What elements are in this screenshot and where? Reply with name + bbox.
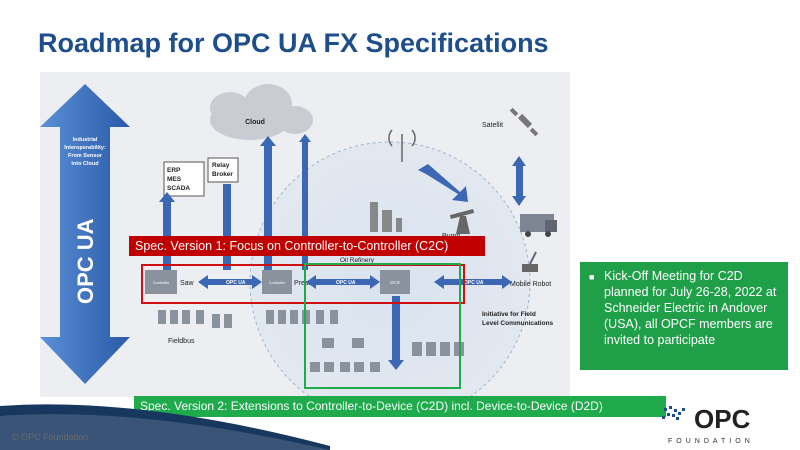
dcs-label: DCS [390, 280, 400, 285]
horizontal-opc-ua-arrows [198, 275, 512, 289]
cloud-icon [210, 84, 313, 140]
kickoff-note-text: Kick-Off Meeting for C2D planned for Jul… [604, 269, 777, 347]
mes-label: MES [167, 176, 182, 183]
kickoff-note-box: ■ Kick-Off Meeting for C2D planned for J… [580, 262, 788, 370]
slide-title: Roadmap for OPC UA FX Specifications [38, 28, 549, 58]
controller-saw-label: Controller [153, 281, 170, 285]
cloud-label: Cloud [245, 119, 265, 126]
big-vertical-arrow [40, 84, 130, 384]
satellite-label: Satellit [482, 122, 503, 129]
erp-mes-scada-box [163, 161, 205, 197]
architecture-diagram: Industrial Interoperability: From Sensor… [40, 72, 570, 397]
controller-saw [145, 270, 177, 294]
arrow-label-1: OPC UA [226, 280, 246, 286]
satellite-icon [509, 107, 539, 137]
press-label: Press [294, 280, 312, 287]
truck-icon [520, 214, 557, 237]
relay-broker-box [207, 157, 239, 183]
network-circle [249, 141, 531, 397]
spec-version-2-label: Spec. Version 2: Extensions to Controlle… [134, 396, 666, 417]
diagonal-arrow [418, 164, 468, 202]
oil-refinery-icon [370, 202, 402, 232]
scada-label: SCADA [167, 185, 190, 192]
mobile-robot-icon [522, 251, 538, 272]
big-arrow-caption-4: into Cloud [71, 161, 98, 167]
big-arrow-caption-2: Interoperability: [64, 145, 106, 151]
c2d-highlight-frame [304, 263, 461, 389]
fieldbus-label: Fieldbus [168, 338, 195, 345]
footer-copyright: © OPC Foundation [12, 432, 89, 442]
c2c-highlight-frame [141, 264, 465, 304]
bullet-icon: ■ [589, 272, 595, 282]
vertical-opc-ua-arrows [159, 134, 311, 270]
erp-label: ERP [167, 167, 181, 174]
svg-text:FOUNDATION: FOUNDATION [668, 438, 754, 445]
initiative-label-2: Level Communications [482, 320, 554, 327]
relay-label: Relay [212, 162, 230, 169]
radio-tower-icon [388, 129, 416, 162]
svg-text:OPC: OPC [694, 404, 751, 434]
pump-jack-icon [449, 208, 475, 234]
controller-dcs [380, 270, 410, 294]
saw-label: Saw [180, 280, 195, 287]
broker-label: Broker [212, 171, 233, 178]
spec-version-1-label: Spec. Version 1: Focus on Controller-to-… [129, 236, 485, 256]
opc-foundation-logo: OPC FOUNDATION [662, 404, 754, 445]
big-arrow-caption-3: From Sensor [68, 153, 103, 159]
oil-refinery-label: Oil Refinery [340, 257, 375, 264]
big-arrow-caption-1: Industrial [73, 137, 98, 143]
initiative-label-1: Initiative for Field [482, 311, 536, 318]
big-arrow-opc-ua-logo: OPC UA [73, 218, 98, 304]
controller-press-label: Controller [269, 281, 286, 285]
mobile-robot-label: Mobile Robot [510, 281, 551, 288]
controller-press [262, 270, 292, 294]
arrow-label-2: OPC UA [336, 280, 356, 286]
footer-swoosh [0, 404, 330, 450]
arrow-label-3: OPC UA [464, 280, 484, 286]
